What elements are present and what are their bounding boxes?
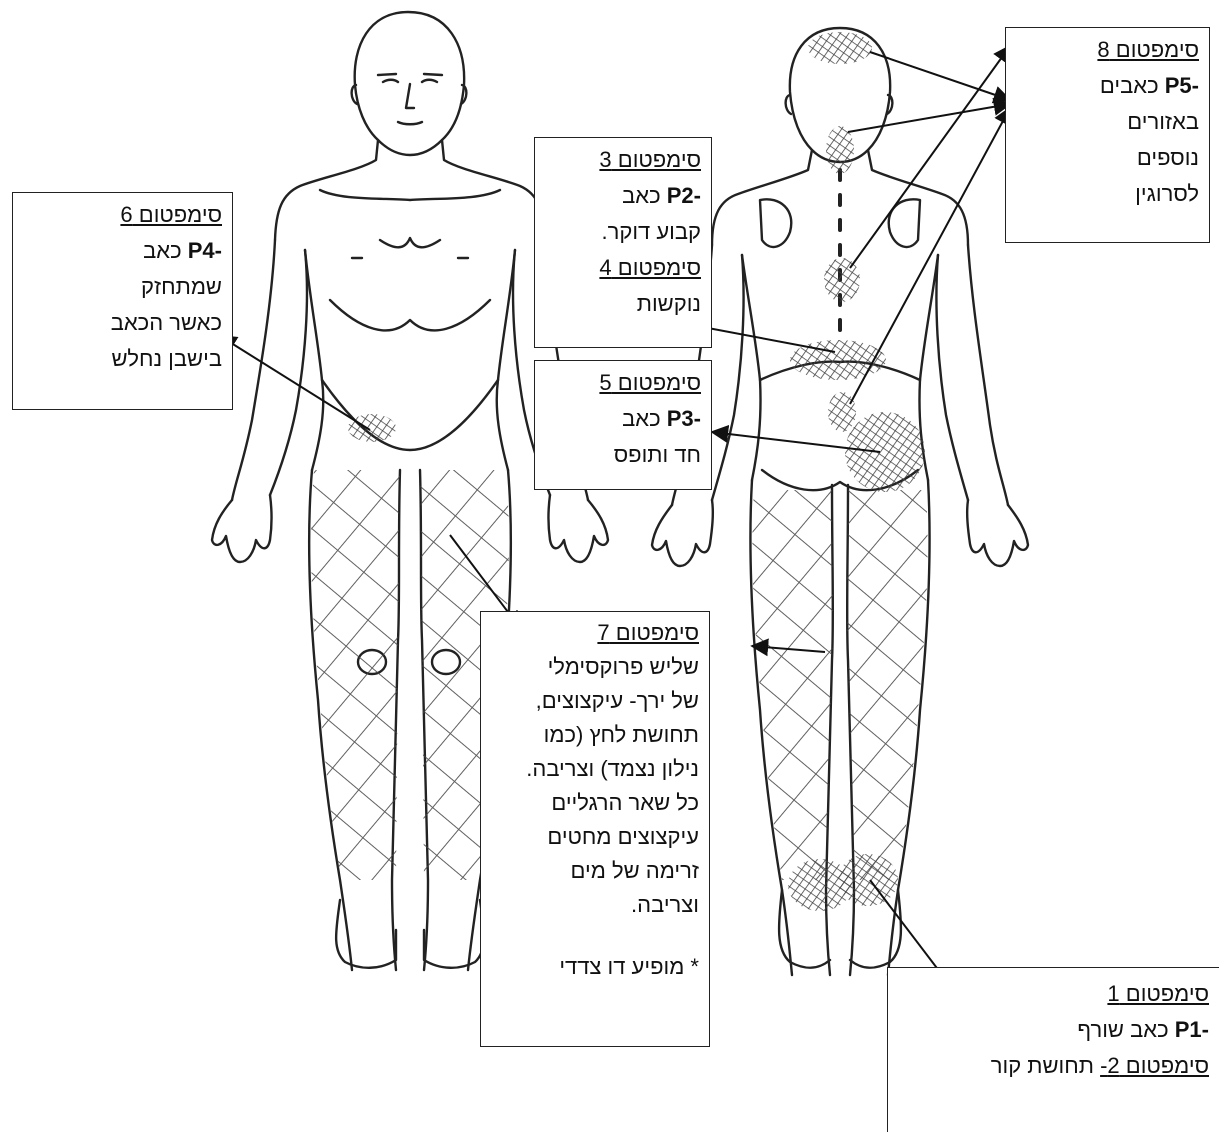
arrow-s8-upper-spine <box>848 104 1010 132</box>
symptom-2-line-1: תחושת קור <box>991 1053 1094 1078</box>
symptom-6-box: סימפטום 6 P4- כאב שמתחזק כאשר הכאב בישבן… <box>12 192 233 410</box>
symptom-3-box: סימפטום 3 P2- כאב קבוע דוקר. סימפטום 4 נ… <box>534 137 712 348</box>
back-left-hand <box>652 500 713 566</box>
buttock-pain-area <box>845 412 925 492</box>
symptom-3-title: סימפטום 3 <box>545 142 701 178</box>
back-right-hand <box>967 500 1028 566</box>
sacral-pain-area <box>828 392 856 432</box>
symptom-5-line-2: חד ותופס <box>545 437 701 473</box>
front-left-hand <box>212 495 272 562</box>
scalp-pain-area <box>808 32 872 64</box>
symptom-8-line-1: כאבים <box>1100 73 1159 98</box>
symptom-6-code: P4- <box>188 238 222 263</box>
upper-spine-pain-area <box>826 126 854 174</box>
arrow-s8-sacrum <box>850 108 1010 404</box>
symptom-7-title: סימפטום 7 <box>491 616 699 650</box>
symptom-7-line-3: תחושת לחץ (כמו <box>491 718 699 752</box>
symptom-6-line-4: בישבן נחלש <box>23 341 222 377</box>
front-groin-pain-area <box>348 414 396 442</box>
symptom-6-title: סימפטום 6 <box>23 197 222 233</box>
symptom-8-line-2: באזורים <box>1016 104 1199 140</box>
symptom-7-line-2: של ירך- עיקצוצים, <box>491 684 699 718</box>
symptom-6-line-1: כאב <box>143 238 182 263</box>
mid-spine-pain-area <box>824 258 860 302</box>
symptom-7-note: * מופיע דו צדדי <box>491 950 699 984</box>
arrow-s8-mid-spine <box>850 46 1010 268</box>
symptom-7-line-8: וצריבה. <box>491 888 699 922</box>
arrow-s4-lumbar <box>692 325 835 352</box>
symptom-5-box: סימפטום 5 P3- כאב חד ותופס <box>534 360 712 490</box>
symptom-7-line-1: שליש פרוקסימלי <box>491 650 699 684</box>
symptom-6-line-3: כאשר הכאב <box>23 305 222 341</box>
symptom-8-title: סימפטום 8 <box>1016 32 1199 68</box>
symptom-1-box: סימפטום 1 P1- כאב שורף סימפטום 2- תחושת … <box>887 967 1219 1132</box>
symptom-5-code: P3- <box>667 406 701 431</box>
symptom-3-line-2: קבוע דוקר. <box>545 214 701 250</box>
symptom-7-line-4: נילון נצמד) וצריבה. <box>491 752 699 786</box>
symptom-8-box: סימפטום 8 P5- כאבים באזורים נוספים לסרוג… <box>1005 27 1210 243</box>
symptom-2-title: סימפטום 2- <box>1100 1053 1209 1078</box>
symptom-7-line-5: כל שאר הרגליים <box>491 786 699 820</box>
symptom-1-code: P1- <box>1175 1017 1209 1042</box>
back-leg-hatching <box>752 490 927 880</box>
symptom-8-line-3: נוספים <box>1016 140 1199 176</box>
symptom-8-line-4: לסרוגין <box>1016 176 1199 212</box>
symptom-3-code: P2- <box>667 183 701 208</box>
symptom-4-title: סימפטום 4 <box>545 250 701 286</box>
symptom-4-line-1: נוקשות <box>545 286 701 322</box>
symptom-8-code: P5- <box>1165 73 1199 98</box>
front-right-hand <box>549 495 609 562</box>
symptom-7-line-7: זרימה של מים <box>491 854 699 888</box>
symptom-6-line-2: שמתחזק <box>23 269 222 305</box>
symptom-5-line-1: כאב <box>622 406 661 431</box>
symptom-5-title: סימפטום 5 <box>545 365 701 401</box>
symptom-3-line-1: כאב <box>622 183 661 208</box>
symptom-7-line-6: עיקצוצים מחטים <box>491 820 699 854</box>
symptom-1-line-1: כאב שורף <box>1077 1017 1168 1042</box>
right-foot-pain-area <box>838 854 898 906</box>
front-face <box>378 74 442 124</box>
symptom-7-box: סימפטום 7 שליש פרוקסימלי של ירך- עיקצוצי… <box>480 611 710 1047</box>
symptom-1-title: סימפטום 1 <box>898 976 1209 1012</box>
